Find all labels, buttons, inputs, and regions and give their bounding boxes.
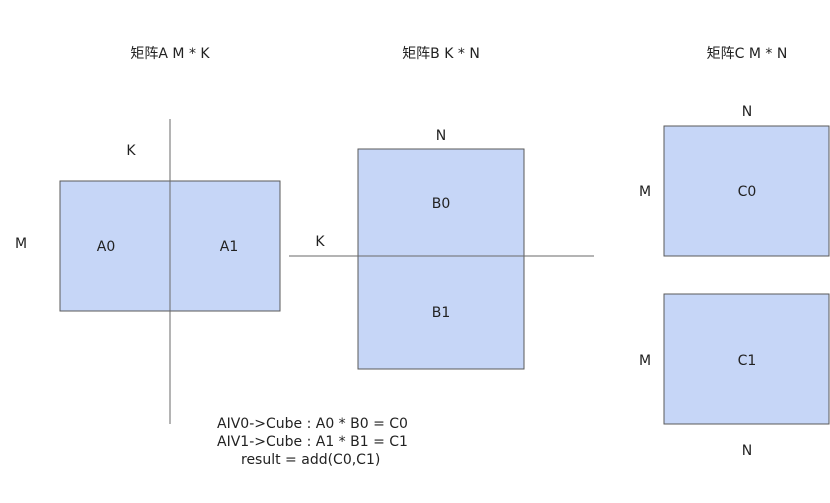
matrix-b-title: 矩阵B K * N bbox=[402, 46, 480, 62]
matrix-b-n-label: N bbox=[436, 128, 446, 144]
matrix-c-title: 矩阵C M * N bbox=[707, 46, 788, 62]
block-b0-label: B0 bbox=[432, 196, 451, 212]
matrix-c-top-n-label: N bbox=[742, 104, 752, 120]
block-b1-label: B1 bbox=[432, 305, 451, 321]
note-line-2: AIV1->Cube : A1 * B1 = C1 bbox=[217, 434, 408, 450]
matrix-c1-block bbox=[663, 293, 830, 425]
block-a0-label: A0 bbox=[97, 239, 115, 255]
matrix-b-k-label: K bbox=[315, 234, 325, 250]
note-line-1: AIV0->Cube : A0 * B0 = C0 bbox=[217, 416, 408, 432]
matrix-b-block bbox=[357, 148, 525, 370]
matrix-a-k-label: K bbox=[126, 143, 136, 159]
matrix-c0-block bbox=[663, 125, 830, 257]
matrix-c1-m-label: M bbox=[639, 353, 651, 369]
note-line-3: result = add(C0,C1) bbox=[241, 452, 380, 468]
block-a1-label: A1 bbox=[220, 239, 238, 255]
matrix-a-m-label: M bbox=[15, 236, 27, 252]
matrix-c0-m-label: M bbox=[639, 184, 651, 200]
block-c1-label: C1 bbox=[738, 353, 757, 369]
matrix-c-bottom-n-label: N bbox=[742, 443, 752, 459]
matrix-a-title: 矩阵A M * K bbox=[130, 46, 210, 62]
block-c0-label: C0 bbox=[738, 184, 757, 200]
